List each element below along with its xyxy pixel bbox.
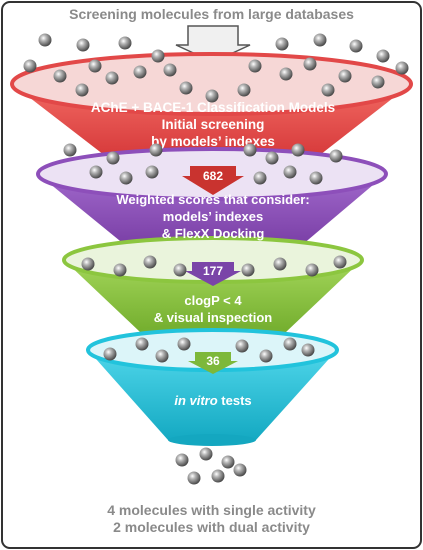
molecule-sphere: [133, 65, 147, 79]
molecule-sphere: [275, 37, 289, 51]
molecule-sphere: [235, 339, 249, 353]
molecule-sphere: [265, 151, 279, 165]
stage-2-line-1: Weighted scores that consider:: [116, 192, 309, 207]
molecule-sphere: [305, 263, 319, 277]
molecule-sphere: [221, 455, 235, 469]
molecule-sphere: [151, 49, 165, 63]
count-label-177: 177: [203, 264, 223, 278]
molecule-sphere: [279, 67, 293, 81]
molecule-sphere: [371, 75, 385, 89]
molecule-sphere: [237, 83, 251, 97]
molecule-sphere: [149, 143, 163, 157]
molecule-sphere: [243, 143, 257, 157]
molecule-sphere: [38, 33, 52, 47]
molecule-sphere: [103, 347, 117, 361]
molecule-sphere: [253, 171, 267, 185]
result-caption: 4 molecules with single activity 2 molec…: [0, 502, 423, 536]
result-line-2: 2 molecules with dual activity: [113, 519, 310, 535]
molecule-sphere: [291, 143, 305, 157]
stage-4-italic: in vitro: [174, 393, 217, 408]
molecule-sphere: [233, 463, 247, 477]
stage-3-line-1: clogP < 4: [184, 293, 242, 308]
molecule-sphere: [89, 165, 103, 179]
molecule-sphere: [283, 165, 297, 179]
molecule-sphere: [53, 69, 67, 83]
stage-2-line-2: models’ indexes: [163, 209, 263, 224]
molecule-sphere: [163, 63, 177, 77]
stage-2-line-3: & FlexX Docking: [162, 226, 265, 241]
molecule-sphere: [313, 33, 327, 47]
molecule-sphere: [321, 83, 335, 97]
molecule-sphere: [145, 165, 159, 179]
molecule-sphere: [113, 263, 127, 277]
molecule-sphere: [106, 151, 120, 165]
molecule-sphere: [349, 39, 363, 53]
molecule-sphere: [155, 349, 169, 363]
stage-3-line-2: & visual inspection: [154, 310, 273, 325]
stage-4-suffix: tests: [218, 393, 252, 408]
molecule-sphere: [329, 149, 343, 163]
molecule-sphere: [303, 57, 317, 71]
molecule-sphere: [376, 49, 390, 63]
molecule-sphere: [119, 171, 133, 185]
molecule-sphere: [205, 89, 219, 103]
molecule-sphere: [283, 337, 297, 351]
count-arrow-682: [182, 166, 244, 195]
stage-1-line-1: AChE + BACE-1 Classification Models: [91, 100, 335, 115]
molecule-sphere: [179, 81, 193, 95]
count-label-36: 36: [206, 354, 220, 368]
molecule-sphere: [309, 171, 323, 185]
molecule-sphere: [395, 61, 409, 75]
count-label-682: 682: [203, 169, 223, 183]
stage-1-line-3: by models’ indexes: [151, 134, 275, 149]
count-arrow-177: [185, 262, 241, 286]
stage-1-line-2: Initial screening: [162, 117, 265, 132]
molecule-sphere: [177, 337, 191, 351]
stage-4-text: in vitro tests: [174, 393, 251, 408]
molecule-sphere: [338, 69, 352, 83]
molecule-sphere: [248, 59, 262, 73]
molecule-sphere: [173, 263, 187, 277]
molecule-sphere: [175, 453, 189, 467]
count-arrow-36: [188, 352, 238, 374]
molecule-sphere: [63, 143, 77, 157]
funnel-stage-4: [86, 328, 339, 446]
molecule-sphere: [333, 255, 347, 269]
molecule-sphere: [301, 343, 315, 357]
molecule-sphere: [143, 255, 157, 269]
molecule-sphere: [88, 59, 102, 73]
molecule-sphere: [211, 469, 225, 483]
molecule-sphere: [76, 38, 90, 52]
molecule-sphere: [75, 83, 89, 97]
molecule-sphere: [135, 337, 149, 351]
diagram-title: Screening molecules from large databases: [69, 6, 354, 22]
molecule-sphere: [105, 71, 119, 85]
molecule-sphere: [259, 349, 273, 363]
molecule-sphere: [187, 471, 201, 485]
molecule-sphere: [273, 257, 287, 271]
result-line-1: 4 molecules with single activity: [107, 502, 316, 518]
molecules-layer: [23, 33, 409, 485]
molecule-sphere: [23, 59, 37, 73]
molecule-sphere: [81, 257, 95, 271]
molecule-sphere: [241, 263, 255, 277]
molecule-sphere: [118, 36, 132, 50]
molecule-sphere: [199, 447, 213, 461]
